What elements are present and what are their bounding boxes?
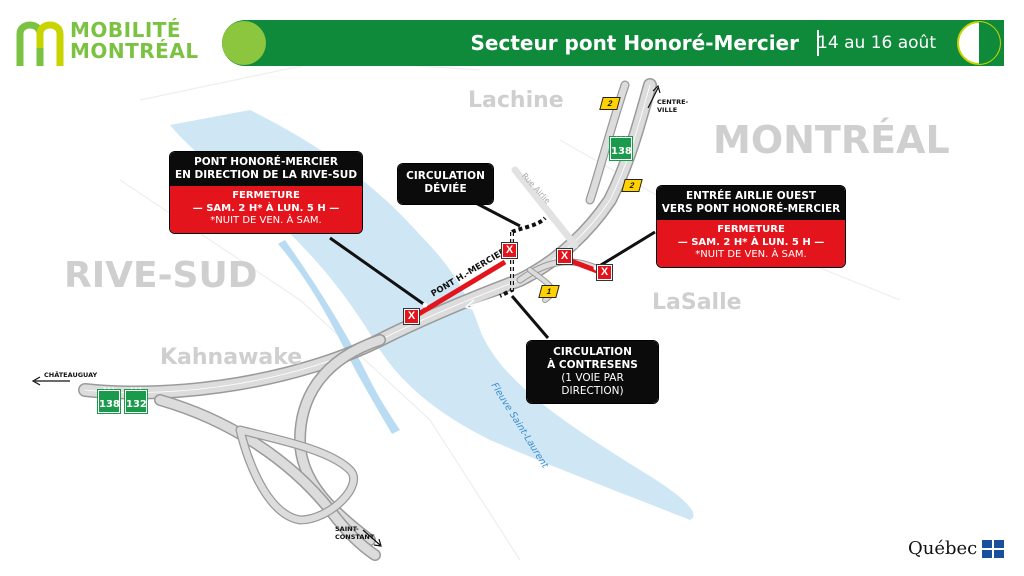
closure-label: FERMETURE <box>717 224 785 235</box>
banner-right-circle <box>957 21 1001 65</box>
label-centre-ville-l1: CENTRE- <box>657 98 689 106</box>
callout-line1: CIRCULATION <box>553 346 632 358</box>
place-rive-sud: RIVE-SUD <box>64 255 258 296</box>
closure-x-icon: X <box>404 309 419 324</box>
callout-title-line2: EN DIRECTION DE LA RIVE-SUD <box>174 169 358 181</box>
arrow-centre-ville <box>647 84 661 109</box>
date-range: 14 au 16 août <box>817 33 936 53</box>
exit-sign-2-top: 2 <box>599 97 621 110</box>
callout-title: CIRCULATION DÉVIÉE <box>398 164 493 204</box>
logo-line1: MOBILITÉ <box>70 18 182 42</box>
closure-details: FERMETURE — SAM. 2 H* À LUN. 5 H — *NUIT… <box>657 220 845 267</box>
place-lachine: Lachine <box>468 88 564 113</box>
route-138-shield-west: 138 <box>98 383 120 413</box>
contraflow-arrow <box>464 295 501 311</box>
callout-title-line2: VERS PONT HONORÉ-MERCIER <box>661 203 841 215</box>
callout-leaders <box>329 198 656 339</box>
callout-circulation-deviee: CIRCULATION DÉVIÉE <box>398 164 493 204</box>
place-lasalle: LaSalle <box>652 290 742 315</box>
page-title: Secteur pont Honoré-Mercier <box>470 31 800 55</box>
label-saint-constant-l2: CONSTANT <box>335 533 375 541</box>
quebec-wordmark: Québec <box>908 538 978 559</box>
label-chateauguay: CHÂTEAUGUAY <box>44 371 98 379</box>
place-kahnawake: Kahnawake <box>160 345 303 370</box>
callout-title: PONT HONORÉ-MERCIER EN DIRECTION DE LA R… <box>170 152 362 186</box>
quebec-flag-icon <box>982 540 1004 558</box>
closure-hours: — SAM. 2 H* À LUN. 5 H — <box>677 236 825 248</box>
leader-dot <box>422 302 428 308</box>
closure-hours: — SAM. 2 H* À LUN. 5 H — <box>192 202 340 214</box>
closure-details: FERMETURE — SAM. 2 H* À LUN. 5 H — *NUIT… <box>170 186 362 233</box>
place-montreal: MONTRÉAL <box>713 118 950 162</box>
label-saint-constant-l1: SAINT- <box>335 525 359 533</box>
callout-title: CIRCULATION À CONTRESENS (1 VOIE PAR DIR… <box>527 341 658 403</box>
route-138-shield-north: 138 <box>610 130 632 160</box>
road-network <box>78 78 657 561</box>
callout-line2: À CONTRESENS <box>547 359 638 371</box>
callout-entree-airlie: ENTRÉE AIRLIE OUEST VERS PONT HONORÉ-MER… <box>657 186 845 267</box>
arrow-saint-constant <box>362 529 382 547</box>
logo-wordmark: MOBILITÉ MONTRÉAL <box>70 20 199 62</box>
closure-note: *NUIT DE VEN. À SAM. <box>210 215 322 226</box>
callout-line3: (1 VOIE PAR DIRECTION) <box>561 372 624 397</box>
label-centre-ville: CENTRE- VILLE <box>657 98 688 114</box>
river-channel <box>278 240 400 434</box>
logo-line2: MONTRÉAL <box>70 39 199 63</box>
closure-x-icon: X <box>597 265 612 280</box>
title-banner: Secteur pont Honoré-Mercier 14 au 16 aoû… <box>222 20 1004 66</box>
callout-pont-rive-sud: PONT HONORÉ-MERCIER EN DIRECTION DE LA R… <box>170 152 362 233</box>
arrow-chateauguay <box>31 376 70 386</box>
closed-bridge-segment <box>410 259 507 321</box>
route-132-shield: 132 <box>125 383 147 413</box>
closure-x-icon: X <box>557 249 572 264</box>
exit-sign-1: 1 <box>538 285 560 298</box>
callout-title-line1: ENTRÉE AIRLIE OUEST <box>685 190 817 202</box>
exit-sign-2-mid: 2 <box>621 179 643 192</box>
closure-note: *NUIT DE VEN. À SAM. <box>695 249 807 260</box>
label-centre-ville-l2: VILLE <box>657 106 678 114</box>
callout-contresens: CIRCULATION À CONTRESENS (1 VOIE PAR DIR… <box>527 341 658 403</box>
callout-line2: DÉVIÉE <box>424 183 467 195</box>
label-saint-constant: SAINT- CONSTANT <box>335 525 374 541</box>
closure-label: FERMETURE <box>232 190 300 201</box>
banner-left-circle <box>222 21 266 65</box>
title-separator <box>817 30 819 56</box>
callout-title-line1: PONT HONORÉ-MERCIER <box>194 156 338 168</box>
mobilite-logo-mark <box>16 21 64 66</box>
callout-line1: CIRCULATION <box>406 170 485 182</box>
closure-x-icon: X <box>502 243 517 258</box>
callout-title: ENTRÉE AIRLIE OUEST VERS PONT HONORÉ-MER… <box>657 186 845 220</box>
